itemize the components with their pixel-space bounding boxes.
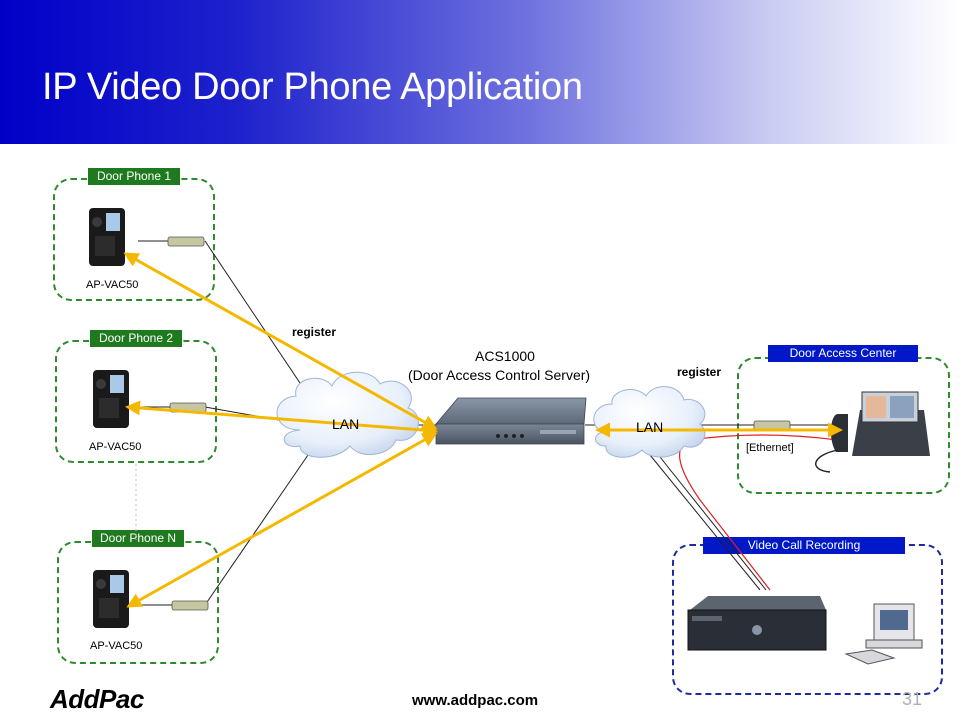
recording-server [687,596,827,651]
footer-url: www.addpac.com [412,692,539,709]
title-banner: IP Video Door Phone Application [0,0,960,144]
recording-cable [679,434,839,591]
left-lan-cloud [276,371,419,458]
register-arrows [123,252,843,608]
door-phone-n-device-label: AP-VAC50 [90,640,143,652]
video-phone-terminal [815,391,930,473]
ethernet-label: [Ethernet] [746,442,794,454]
left-lan-label: LAN [332,416,360,432]
right-lan-label: LAN [636,419,664,435]
door-phone-device-n [93,570,129,628]
door-phone-1-device-label: AP-VAC50 [86,279,139,291]
acs1000-description: (Door Access Control Server) [408,367,591,383]
door-phone-device-2 [93,370,129,428]
addpac-logo: AddPac [50,684,144,714]
video-call-recording-tag: Video Call Recording [703,537,905,554]
slide-title: IP Video Door Phone Application [42,66,583,108]
door-phone-1-tag: Door Phone 1 [88,168,180,185]
page-number: 31 [902,689,923,709]
acs1000-server [435,397,587,445]
door-phone-device-1 [89,208,125,266]
door-access-center-tag-bg [768,345,918,362]
door-access-center-tag: Door Access Center [789,346,897,360]
door-phone-2-device-label: AP-VAC50 [89,441,142,453]
left-register-label: register [292,325,337,339]
acs1000-name: ACS1000 [475,348,535,364]
desktop-pc [844,603,923,665]
right-register-label: register [677,365,722,379]
